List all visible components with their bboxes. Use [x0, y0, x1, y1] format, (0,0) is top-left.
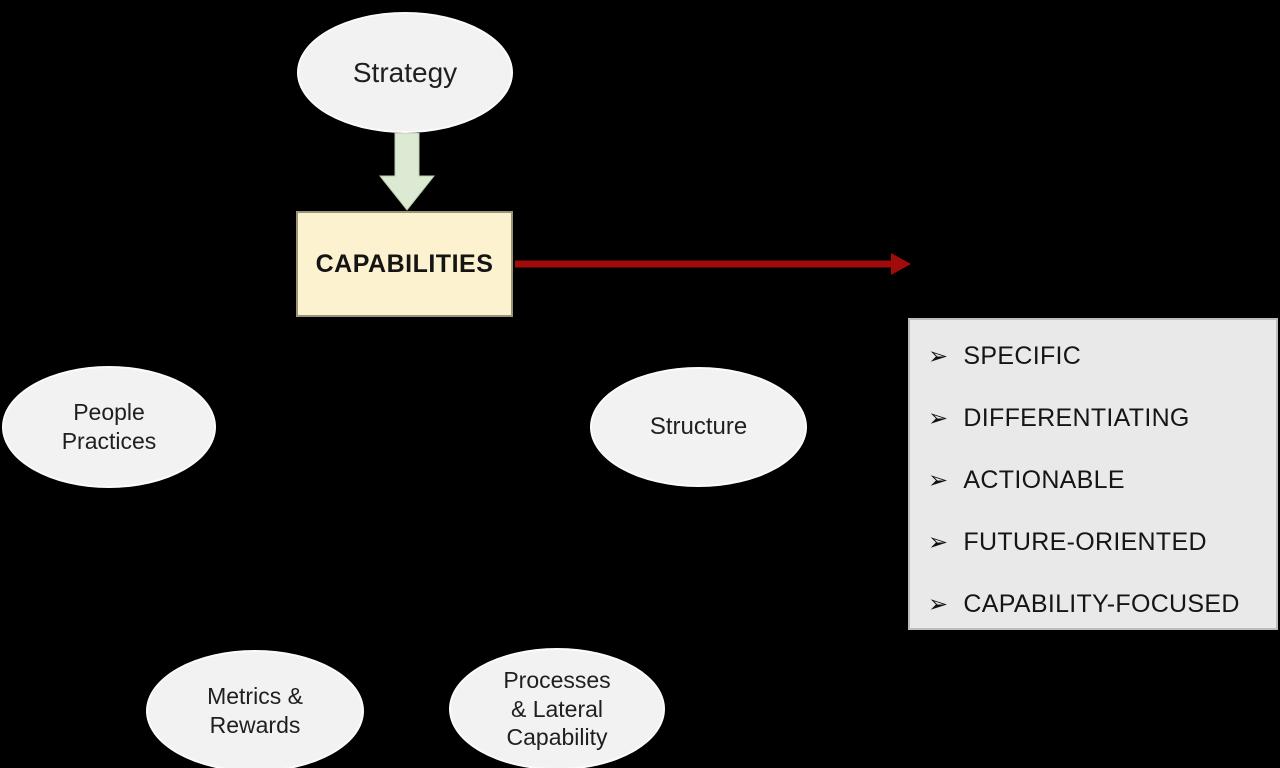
criteria-item: ➢ CAPABILITY-FOCUSED: [928, 573, 1276, 635]
criteria-item-label: DIFFERENTIATING: [963, 403, 1190, 432]
structure-label: Structure: [649, 412, 748, 440]
criteria-item-label: SPECIFIC: [963, 341, 1082, 370]
arrowhead-bullet-icon: ➢: [928, 528, 949, 556]
criteria-item: ➢ ACTIONABLE: [928, 449, 1276, 511]
metrics-rewards-label: Metrics & Rewards: [207, 683, 303, 738]
arrowhead-bullet-icon: ➢: [928, 590, 949, 618]
processes-lateral-label: Processes & Lateral Capability: [503, 666, 611, 751]
criteria-item: ➢ FUTURE-ORIENTED: [928, 511, 1276, 573]
down-arrow-icon: [379, 133, 435, 211]
capabilities-label: CAPABILITIES: [315, 249, 494, 278]
arrowhead-bullet-icon: ➢: [928, 466, 949, 494]
criteria-list: ➢ SPECIFIC ➢ DIFFERENTIATING ➢ ACTIONABL…: [910, 320, 1276, 635]
criteria-item-label: ACTIONABLE: [963, 465, 1125, 494]
criteria-item: ➢ DIFFERENTIATING: [928, 387, 1276, 449]
criteria-item: ➢ SPECIFIC: [928, 325, 1276, 387]
arrowhead-bullet-icon: ➢: [928, 404, 949, 432]
strategy-node: Strategy: [297, 12, 513, 133]
structure-node: Structure: [590, 367, 807, 487]
strategy-label: Strategy: [352, 56, 458, 88]
capabilities-node: CAPABILITIES: [296, 211, 513, 317]
arrowhead-bullet-icon: ➢: [928, 342, 949, 370]
criteria-panel: ➢ SPECIFIC ➢ DIFFERENTIATING ➢ ACTIONABL…: [908, 318, 1278, 630]
criteria-item-label: CAPABILITY-FOCUSED: [963, 589, 1240, 618]
right-arrow-icon: [515, 253, 911, 275]
processes-lateral-node: Processes & Lateral Capability: [449, 648, 665, 768]
people-practices-label: People Practices: [61, 399, 157, 454]
criteria-item-label: FUTURE-ORIENTED: [963, 527, 1207, 556]
people-practices-node: People Practices: [2, 366, 216, 488]
metrics-rewards-node: Metrics & Rewards: [146, 650, 364, 768]
